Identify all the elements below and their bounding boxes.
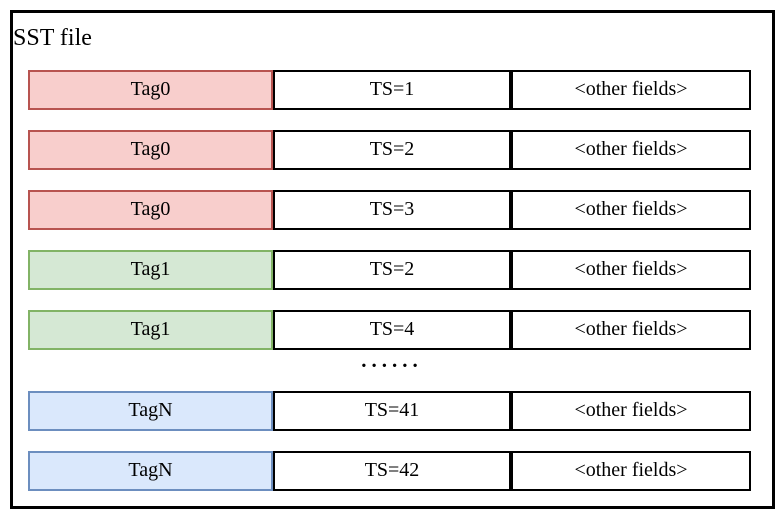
- timestamp-cell: TS=4: [273, 310, 511, 350]
- other-fields-cell: <other fields>: [511, 130, 751, 170]
- other-fields-cell: <other fields>: [511, 70, 751, 110]
- tag-cell: TagN: [28, 391, 273, 431]
- tag-cell: TagN: [28, 451, 273, 491]
- other-fields-cell: <other fields>: [511, 451, 751, 491]
- timestamp-cell: TS=42: [273, 451, 511, 491]
- record-row: Tag0 TS=3 <other fields>: [0, 190, 784, 230]
- record-row: Tag0 TS=1 <other fields>: [0, 70, 784, 110]
- timestamp-cell: TS=1: [273, 70, 511, 110]
- record-row: TagN TS=42 <other fields>: [0, 451, 784, 491]
- tag-cell: Tag1: [28, 310, 273, 350]
- other-fields-cell: <other fields>: [511, 310, 751, 350]
- record-row: Tag1 TS=4 <other fields>: [0, 310, 784, 350]
- tag-cell: Tag0: [28, 70, 273, 110]
- record-row: TagN TS=41 <other fields>: [0, 391, 784, 431]
- record-row: Tag1 TS=2 <other fields>: [0, 250, 784, 290]
- record-row: Tag0 TS=2 <other fields>: [0, 130, 784, 170]
- tag-cell: Tag0: [28, 190, 273, 230]
- other-fields-cell: <other fields>: [511, 391, 751, 431]
- tag-cell: Tag1: [28, 250, 273, 290]
- timestamp-cell: TS=41: [273, 391, 511, 431]
- tag-cell: Tag0: [28, 130, 273, 170]
- timestamp-cell: TS=3: [273, 190, 511, 230]
- other-fields-cell: <other fields>: [511, 190, 751, 230]
- ellipsis: ......: [361, 348, 423, 372]
- other-fields-cell: <other fields>: [511, 250, 751, 290]
- diagram-title: SST file: [13, 25, 92, 51]
- timestamp-cell: TS=2: [273, 250, 511, 290]
- timestamp-cell: TS=2: [273, 130, 511, 170]
